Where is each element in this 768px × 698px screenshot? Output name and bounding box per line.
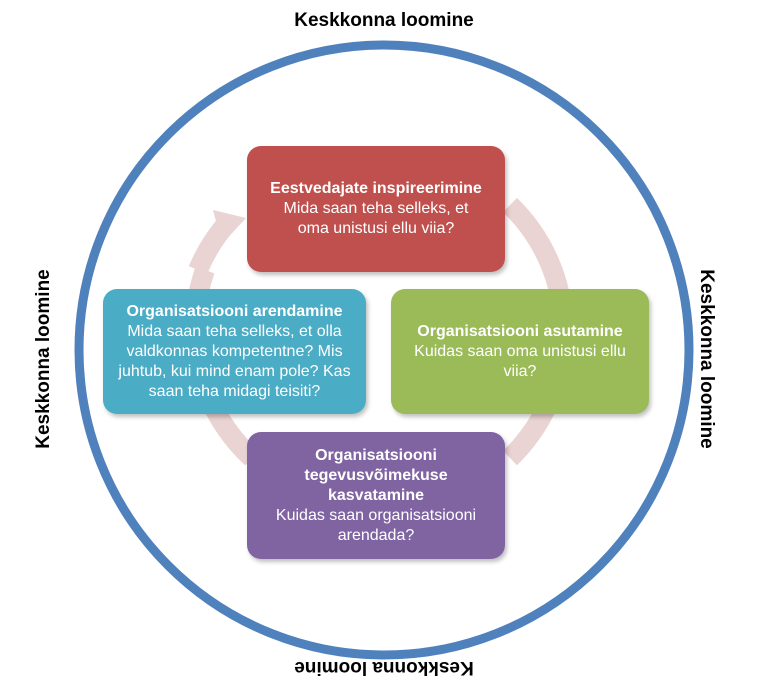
card-capacity-building: Organisatsiooni tegevusvõimekuse kasvata… [247, 432, 505, 559]
card-body: Kuidas saan oma unistusi ellu viia? [414, 342, 626, 380]
card-title: Eestvedajate inspireerimine [270, 180, 482, 197]
card-body: Mida saan teha selleks, et oma unistusi … [283, 200, 469, 237]
ring-label-bottom: Keskkonna loomine [294, 657, 474, 678]
card-body: Kuidas saan organisatsiooni arendada? [275, 506, 477, 544]
ring-label-right: Keskkonna loomine [696, 269, 717, 449]
card-body: Mida saan teha selleks, et olla valdkonn… [118, 322, 351, 400]
card-title: Organisatsiooni arendamine [126, 302, 343, 320]
card-inspiring-leaders: Eestvedajate inspireerimine Mida saan te… [247, 146, 505, 272]
ring-label-left: Keskkonna loomine [33, 269, 54, 449]
cycle-arrow-head [213, 210, 246, 244]
ring-label-top: Keskkonna loomine [294, 10, 474, 31]
card-organisation-development: Organisatsiooni arendamine Mida saan teh… [103, 289, 366, 414]
card-organisation-founding: Organisatsiooni asutamine Kuidas saan om… [391, 289, 649, 414]
card-title: Organisatsiooni asutamine [417, 322, 623, 340]
outer-ring [74, 40, 694, 660]
card-title: Organisatsiooni tegevusvõimekuse kasvata… [304, 446, 448, 504]
